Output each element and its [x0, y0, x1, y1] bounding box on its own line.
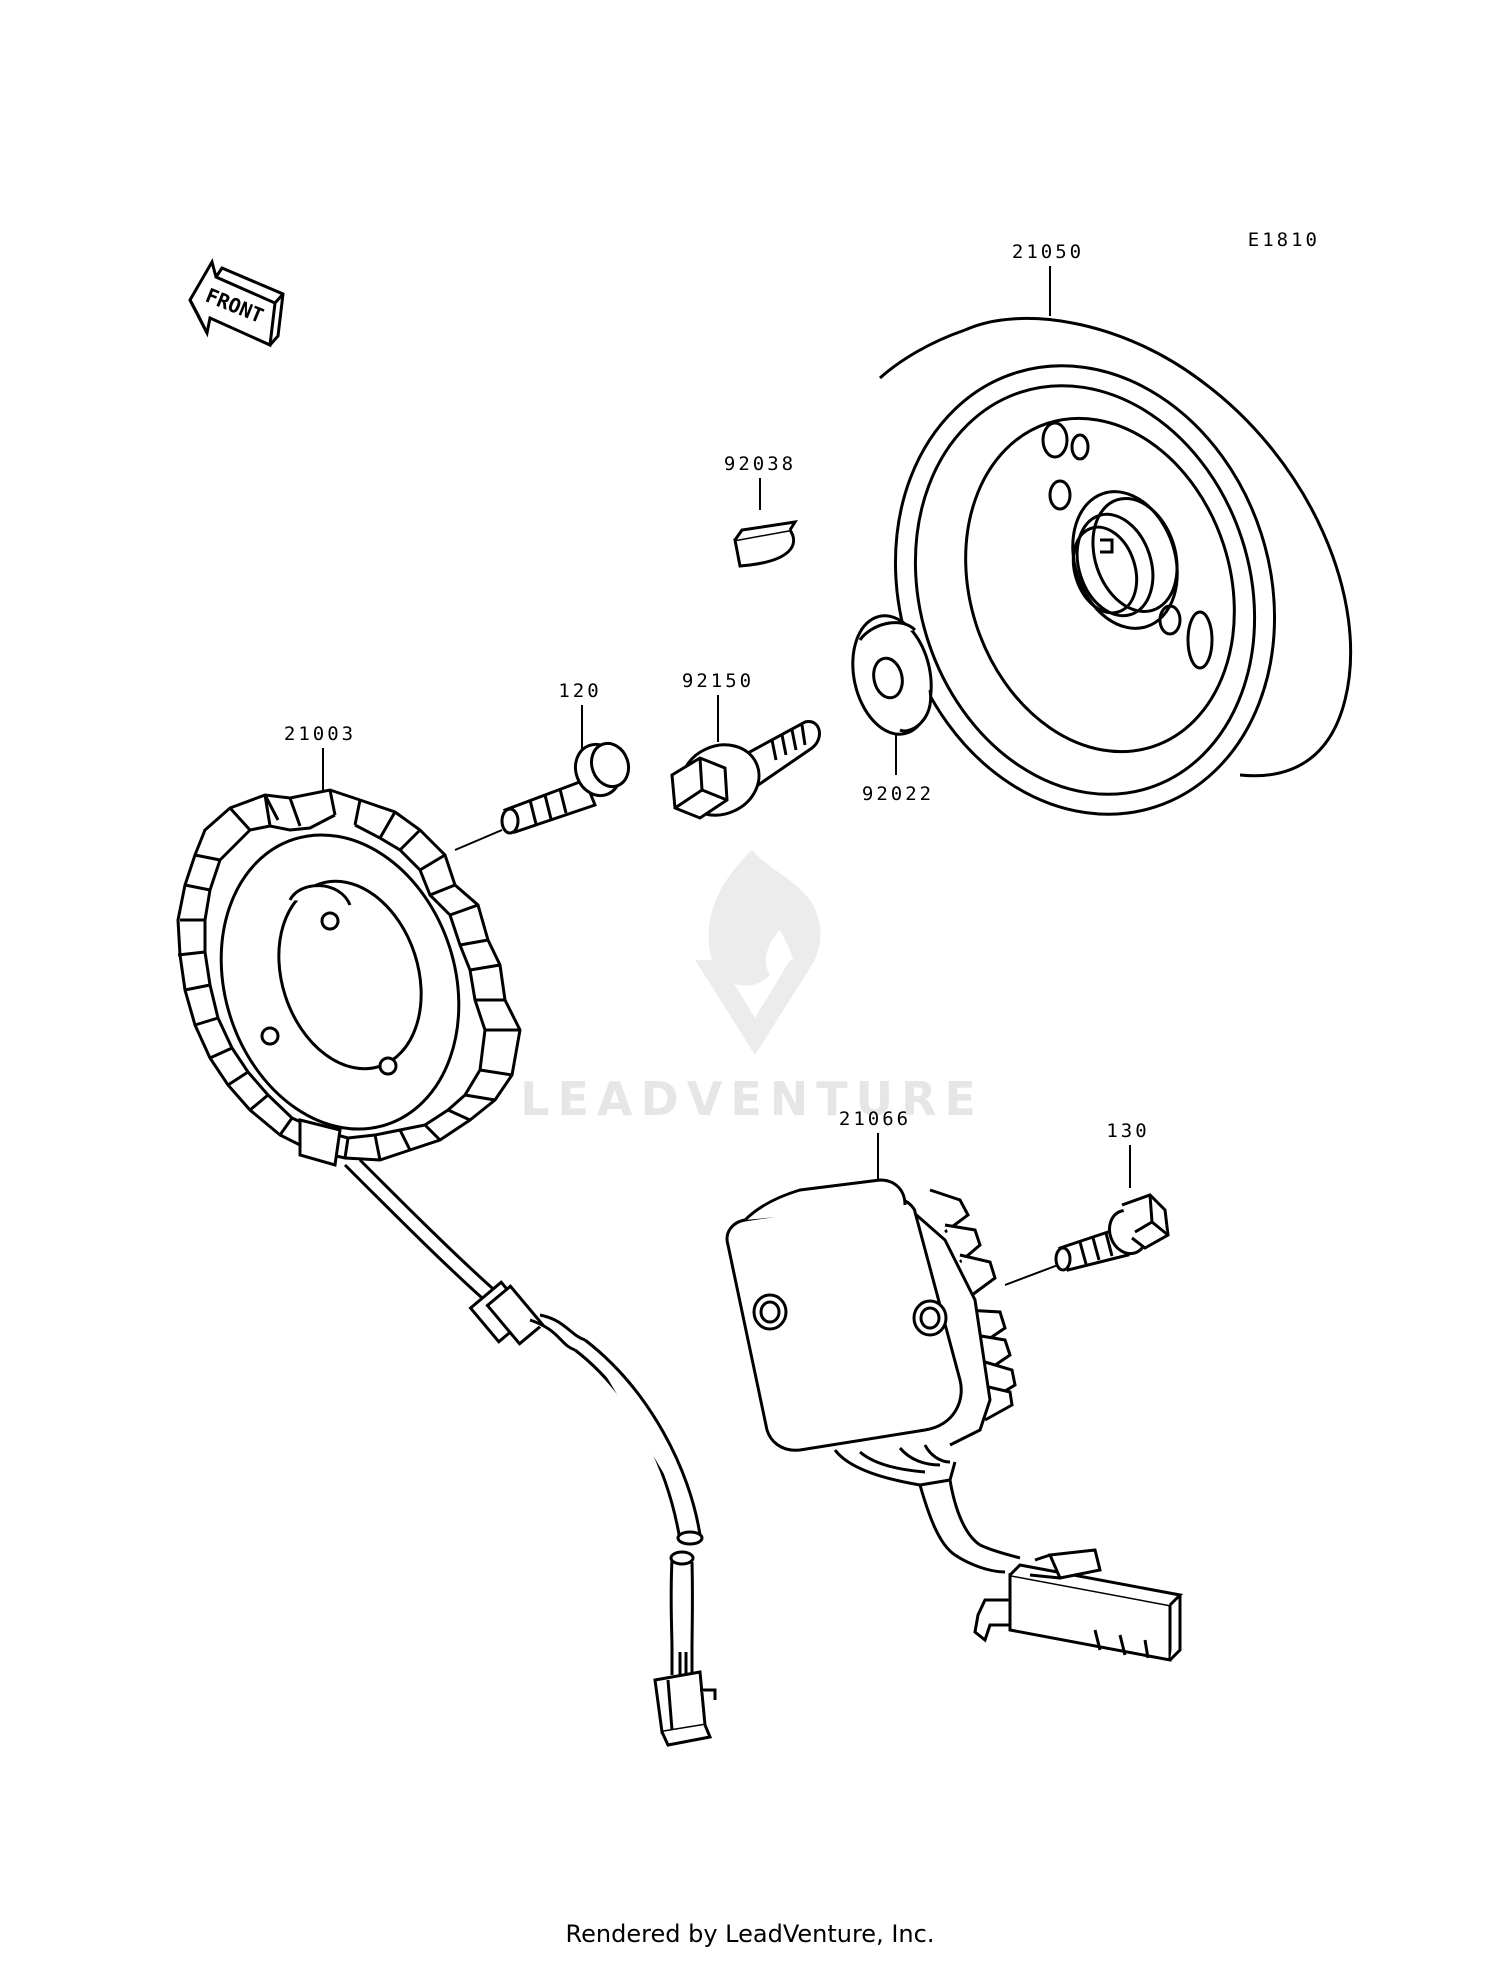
- washer-92022[interactable]: 92022: [842, 608, 941, 805]
- woodruff-key-92038[interactable]: 92038: [724, 453, 799, 568]
- front-arrow-icon: [188, 258, 285, 348]
- part-label-130: 130: [1106, 1120, 1149, 1142]
- watermark-v-icon: [695, 960, 815, 1055]
- flywheel-21050[interactable]: 21050: [839, 241, 1353, 864]
- part-label-21050: 21050: [1012, 241, 1084, 263]
- flywheel-bolt-92150[interactable]: 92150: [669, 670, 821, 828]
- part-label-21066: 21066: [839, 1108, 911, 1130]
- regulator-bolt-130[interactable]: 130: [1004, 1120, 1170, 1286]
- stator-bolt-120[interactable]: 120: [454, 680, 634, 851]
- regulator-21066[interactable]: 21066: [725, 1108, 1184, 1662]
- watermark-flame-icon: [708, 850, 821, 986]
- part-label-92022: 92022: [862, 783, 934, 805]
- part-label-92038: 92038: [724, 453, 796, 475]
- diagram-code: E1810: [1248, 229, 1320, 251]
- footer-credit: Rendered by LeadVenture, Inc.: [565, 1920, 935, 1948]
- part-label-21003: 21003: [284, 723, 356, 745]
- part-label-120: 120: [558, 680, 601, 702]
- leadventure-watermark: LEADVENTURE: [520, 850, 984, 1126]
- part-label-92150: 92150: [682, 670, 754, 692]
- stator-21003[interactable]: 21003: [176, 723, 717, 1747]
- watermark-text: LEADVENTURE: [520, 1072, 984, 1126]
